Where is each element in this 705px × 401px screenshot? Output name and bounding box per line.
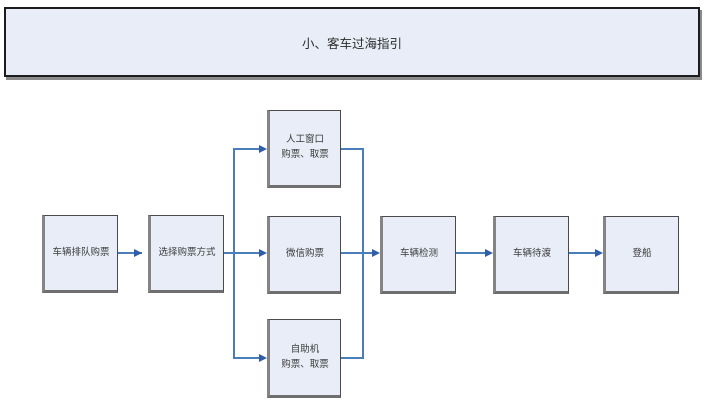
connector-branch-vertical (233, 148, 235, 359)
node-label-line1: 自助机 (290, 343, 320, 355)
diagram-title-box: 小、客车过海指引 (4, 7, 700, 77)
node-self-service-machine: 自助机 购票、取票 (267, 319, 341, 398)
connector-window-to-merge (341, 148, 364, 150)
arrowhead-icon (134, 249, 142, 257)
connector-choose-to-wechat (224, 252, 260, 254)
node-wechat-ticket: 微信购票 (267, 216, 341, 294)
node-label: 车辆检测 (399, 247, 438, 259)
node-queue-ticket: 车辆排队购票 (42, 215, 118, 293)
connector-queue-to-choose (118, 252, 142, 254)
arrowhead-icon (485, 249, 493, 257)
node-label-line2: 购票、取票 (281, 358, 329, 370)
node-label-line1: 人工窗口 (285, 134, 324, 146)
connector-wechat-to-inspect (341, 252, 373, 254)
diagram-title: 小、客车过海指引 (301, 36, 402, 51)
arrowhead-icon (372, 249, 380, 257)
node-vehicle-inspection: 车辆检测 (380, 216, 456, 294)
node-label: 车辆排队购票 (52, 246, 110, 258)
node-label-line2: 购票、取票 (281, 149, 329, 160)
node-choose-method: 选择购票方式 (148, 215, 224, 293)
arrowhead-icon (259, 249, 267, 257)
node-boarding: 登船 (603, 216, 679, 294)
node-vehicle-waiting: 车辆待渡 (493, 216, 569, 294)
node-label: 选择购票方式 (158, 246, 216, 258)
node-label: 登船 (632, 247, 652, 259)
arrowhead-icon (595, 249, 603, 257)
connector-branch-to-self (233, 357, 260, 359)
connector-branch-to-window (233, 148, 260, 150)
connector-self-to-merge (341, 357, 364, 359)
node-manual-window: 人工窗口 购票、取票 (267, 110, 341, 188)
connector-wait-to-board (569, 252, 596, 254)
connector-inspect-to-wait (456, 252, 486, 254)
arrowhead-icon (259, 354, 267, 362)
node-label: 车辆待渡 (512, 247, 551, 259)
arrowhead-icon (259, 145, 267, 153)
node-label: 微信购票 (285, 247, 324, 259)
